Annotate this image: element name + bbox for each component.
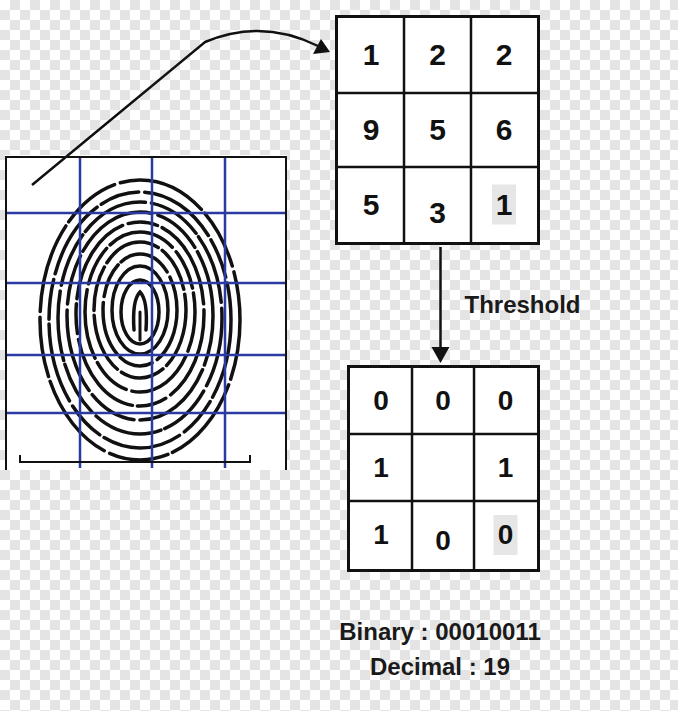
cell-value: 0 bbox=[373, 387, 389, 415]
cell-value: 6 bbox=[496, 115, 513, 145]
cell-value: 0 bbox=[435, 527, 451, 555]
cell-value: 1 bbox=[363, 40, 380, 70]
cell-value: 1 bbox=[373, 454, 389, 482]
cell-value: 0 bbox=[435, 387, 451, 415]
result-text: Binary : 00010011 bbox=[339, 618, 540, 646]
matrix-grid: 0 0 0 1 1 1 0 0 bbox=[347, 365, 540, 572]
grid-line bbox=[470, 18, 473, 242]
frame-edges bbox=[5, 157, 287, 470]
cell-value: 1 bbox=[498, 454, 514, 482]
threshold-arrow bbox=[432, 247, 450, 363]
edge-label: Threshold bbox=[465, 291, 581, 319]
matrix-grid: 1 2 2 9 5 6 5 3 1 bbox=[335, 15, 540, 245]
grid-line bbox=[473, 368, 476, 569]
cell-value: 2 bbox=[496, 40, 513, 70]
cell-value: 1 bbox=[496, 190, 513, 220]
connector-line bbox=[439, 247, 442, 349]
grid-line bbox=[350, 433, 537, 436]
cell-value: 5 bbox=[363, 190, 380, 220]
grid-line bbox=[338, 92, 537, 95]
cell-highlight bbox=[494, 515, 518, 555]
fingerprint-ridges bbox=[40, 180, 240, 460]
grid-line bbox=[411, 368, 414, 569]
cell-value: 9 bbox=[363, 115, 380, 145]
cell-value: 0 bbox=[498, 521, 514, 549]
pointer-arrow bbox=[32, 31, 330, 185]
blue-grid bbox=[6, 157, 286, 468]
cell-highlight bbox=[492, 185, 516, 225]
arrow-head bbox=[432, 347, 450, 363]
fingerprint-frame bbox=[5, 155, 287, 470]
result-text: Decimal : 19 bbox=[370, 653, 510, 681]
cell-value: 2 bbox=[429, 40, 446, 70]
cell-value: 0 bbox=[498, 387, 514, 415]
grid-line bbox=[338, 166, 537, 169]
cell-value: 5 bbox=[429, 115, 446, 145]
grid-line bbox=[350, 500, 537, 503]
cell-value: 1 bbox=[373, 521, 389, 549]
cell-value: 3 bbox=[429, 198, 446, 228]
grid-line bbox=[403, 18, 406, 242]
